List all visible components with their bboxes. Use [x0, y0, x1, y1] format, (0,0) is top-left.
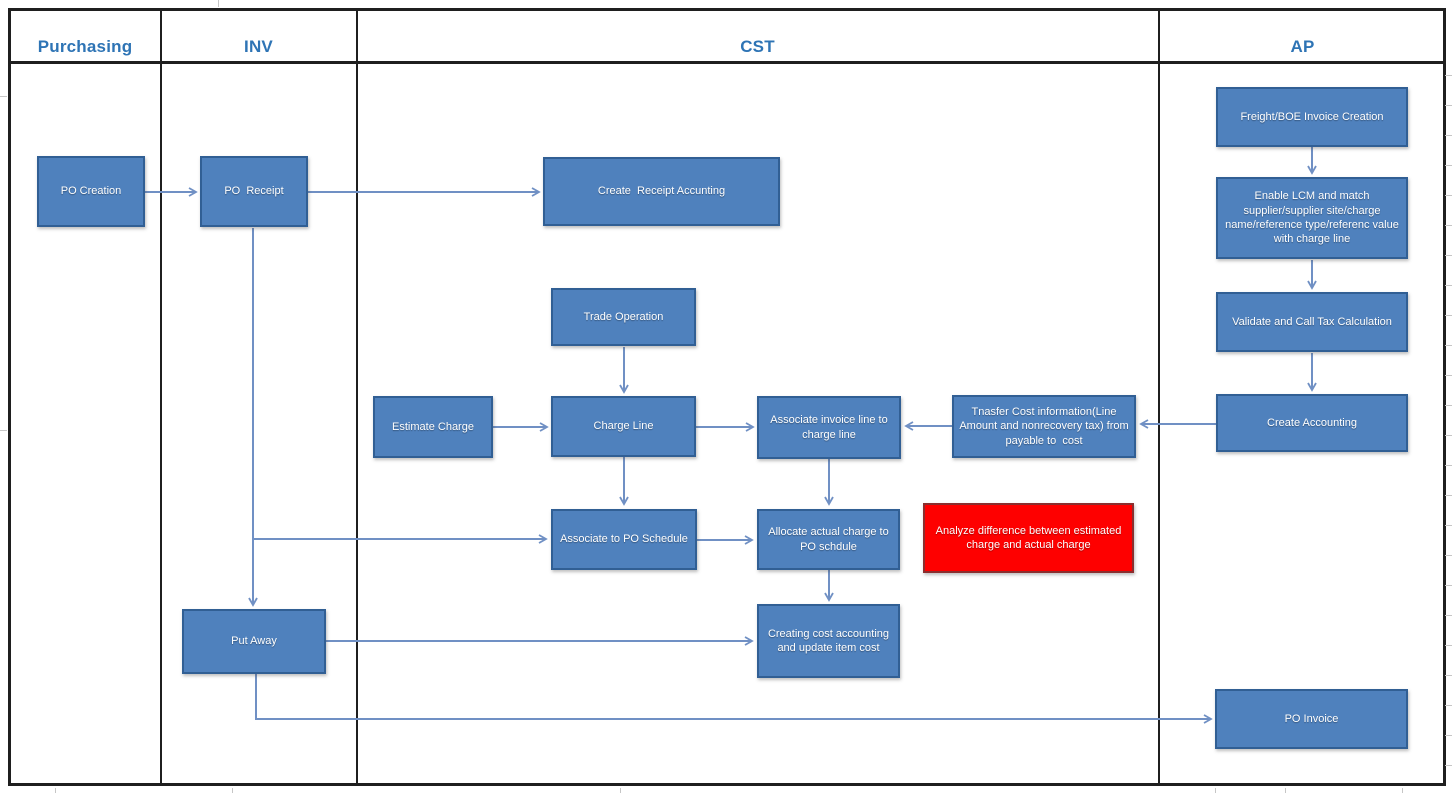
- node-create-accounting: Create Accounting: [1216, 394, 1408, 452]
- node-label: Tnasfer Cost information(Line Amount and…: [959, 406, 1132, 447]
- lane-title-ap: AP: [1290, 37, 1315, 56]
- lane-divider-purchasing-inv: [160, 8, 162, 786]
- node-label: Associate invoice line to charge line: [770, 414, 891, 441]
- node-label: Creating cost accounting and update item…: [767, 627, 893, 654]
- node-po-invoice: PO Invoice: [1215, 689, 1408, 749]
- lane-title-purchasing: Purchasing: [37, 37, 133, 56]
- node-label: Associate to PO Schedule: [560, 533, 688, 546]
- node-po-receipt: PO Receipt: [200, 156, 308, 227]
- node-transfer-cost: Tnasfer Cost information(Line Amount and…: [952, 395, 1136, 458]
- node-label: Charge Line: [593, 420, 654, 433]
- node-associate-invoice-line: Associate invoice line to charge line: [757, 396, 901, 459]
- node-label: Allocate actual charge to PO schdule: [768, 526, 892, 553]
- node-label: Analyze difference between estimated cha…: [935, 524, 1125, 551]
- node-label: PO Invoice: [1284, 712, 1339, 725]
- node-allocate-actual-charge: Allocate actual charge to PO schdule: [757, 509, 900, 570]
- node-create-receipt-accounting: Create Receipt Accunting: [543, 157, 780, 226]
- lane-divider-inv-cst: [356, 8, 358, 786]
- node-label: Trade Operation: [583, 310, 664, 323]
- node-charge-line: Charge Line: [551, 396, 696, 457]
- node-enable-lcm: Enable LCM and match supplier/supplier s…: [1216, 177, 1408, 259]
- node-label: Estimate Charge: [392, 420, 474, 433]
- node-estimate-charge: Estimate Charge: [373, 396, 493, 458]
- node-put-away: Put Away: [182, 609, 326, 674]
- diagram-outer-border: [8, 8, 1446, 786]
- lane-header-divider: [8, 61, 1446, 64]
- node-label: PO Creation: [60, 185, 122, 198]
- node-trade-operation: Trade Operation: [551, 288, 696, 346]
- node-label: Create Accounting: [1267, 416, 1357, 429]
- node-analyze-difference: Analyze difference between estimated cha…: [923, 503, 1134, 573]
- node-label: Validate and Call Tax Calculation: [1232, 315, 1392, 328]
- node-validate-tax: Validate and Call Tax Calculation: [1216, 292, 1408, 352]
- node-associate-po-schedule: Associate to PO Schedule: [551, 509, 697, 570]
- node-label: Enable LCM and match supplier/supplier s…: [1225, 190, 1402, 246]
- node-label: Put Away: [231, 635, 277, 648]
- node-creating-cost-accounting: Creating cost accounting and update item…: [757, 604, 900, 678]
- lane-title-inv: INV: [244, 37, 273, 56]
- lane-title-cst: CST: [740, 37, 775, 56]
- node-po-creation: PO Creation: [37, 156, 145, 227]
- node-label: PO Receipt: [224, 185, 284, 198]
- node-freight-boe-invoice: Freight/BOE Invoice Creation: [1216, 87, 1408, 147]
- node-label: Create Receipt Accunting: [597, 185, 726, 198]
- node-label: Freight/BOE Invoice Creation: [1240, 110, 1384, 123]
- lane-divider-cst-ap: [1158, 8, 1160, 786]
